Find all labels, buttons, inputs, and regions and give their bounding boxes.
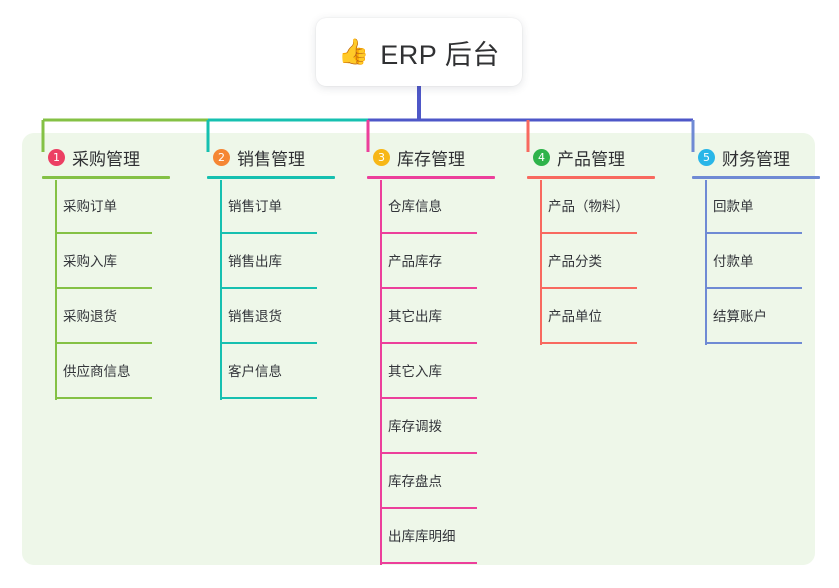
column-index-badge: 1 bbox=[48, 148, 65, 166]
leaf-underline bbox=[381, 287, 477, 289]
leaf-underline bbox=[381, 397, 477, 399]
leaf-label: 库存盘点 bbox=[388, 474, 442, 489]
leaf-node[interactable]: 仓库信息 bbox=[355, 179, 505, 234]
column-财务管理: 5 财务管理回款单付款单结算账户 bbox=[680, 145, 830, 344]
leaf-node[interactable]: 付款单 bbox=[680, 234, 830, 289]
leaf-label: 采购退货 bbox=[63, 309, 117, 324]
column-采购管理: 1 采购管理采购订单采购入库采购退货供应商信息 bbox=[30, 145, 180, 399]
leaf-node[interactable]: 结算账户 bbox=[680, 289, 830, 344]
leaf-label: 产品分类 bbox=[548, 254, 602, 269]
leaf-list: 采购订单采购入库采购退货供应商信息 bbox=[30, 179, 180, 399]
leaf-underline bbox=[706, 342, 802, 344]
leaf-underline bbox=[541, 232, 637, 234]
leaf-underline bbox=[221, 342, 317, 344]
column-header-5[interactable]: 5 财务管理 bbox=[680, 145, 830, 169]
leaf-label: 销售订单 bbox=[228, 199, 282, 214]
leaf-underline bbox=[381, 452, 477, 454]
leaf-underline bbox=[706, 287, 802, 289]
leaf-underline bbox=[221, 232, 317, 234]
leaf-underline bbox=[221, 397, 317, 399]
root-node-title: ERP 后台 bbox=[380, 39, 500, 70]
leaf-node[interactable]: 库存盘点 bbox=[355, 454, 505, 509]
leaf-label: 其它出库 bbox=[388, 309, 442, 324]
leaf-node[interactable]: 其它出库 bbox=[355, 289, 505, 344]
leaf-underline bbox=[381, 232, 477, 234]
column-index-badge: 2 bbox=[213, 148, 230, 166]
leaf-label: 产品单位 bbox=[548, 309, 602, 324]
column-title: 财务管理 bbox=[722, 149, 790, 169]
column-underline bbox=[42, 176, 170, 179]
column-title: 销售管理 bbox=[237, 149, 305, 169]
leaf-underline bbox=[56, 342, 152, 344]
leaf-label: 销售出库 bbox=[228, 254, 282, 269]
leaf-node[interactable]: 采购退货 bbox=[30, 289, 180, 344]
leaf-underline bbox=[381, 507, 477, 509]
column-title: 库存管理 bbox=[397, 149, 465, 169]
leaf-node[interactable]: 其它入库 bbox=[355, 344, 505, 399]
leaf-label: 产品库存 bbox=[388, 254, 442, 269]
leaf-node[interactable]: 销售出库 bbox=[195, 234, 345, 289]
leaf-label: 产品（物料） bbox=[548, 199, 629, 214]
leaf-underline bbox=[381, 562, 477, 564]
leaf-label: 仓库信息 bbox=[388, 199, 442, 214]
leaf-label: 付款单 bbox=[713, 254, 754, 269]
leaf-underline bbox=[56, 287, 152, 289]
leaf-node[interactable]: 销售退货 bbox=[195, 289, 345, 344]
column-title: 采购管理 bbox=[72, 149, 140, 169]
leaf-node[interactable]: 产品分类 bbox=[515, 234, 665, 289]
leaf-node[interactable]: 库存调拨 bbox=[355, 399, 505, 454]
column-header-3[interactable]: 3 库存管理 bbox=[355, 145, 505, 169]
column-title: 产品管理 bbox=[557, 149, 625, 169]
column-underline bbox=[207, 176, 335, 179]
column-header-1[interactable]: 1 采购管理 bbox=[30, 145, 180, 169]
leaf-label: 出库库明细 bbox=[388, 529, 456, 544]
leaf-underline bbox=[221, 287, 317, 289]
column-index-badge: 5 bbox=[698, 148, 715, 166]
leaf-label: 销售退货 bbox=[228, 309, 282, 324]
leaf-node[interactable]: 供应商信息 bbox=[30, 344, 180, 399]
leaf-node[interactable]: 产品单位 bbox=[515, 289, 665, 344]
column-header-4[interactable]: 4 产品管理 bbox=[515, 145, 665, 169]
column-销售管理: 2 销售管理销售订单销售出库销售退货客户信息 bbox=[195, 145, 345, 399]
leaf-label: 其它入库 bbox=[388, 364, 442, 379]
leaf-node[interactable]: 销售订单 bbox=[195, 179, 345, 234]
leaf-label: 回款单 bbox=[713, 199, 754, 214]
leaf-underline bbox=[541, 287, 637, 289]
column-header-2[interactable]: 2 销售管理 bbox=[195, 145, 345, 169]
leaf-node[interactable]: 回款单 bbox=[680, 179, 830, 234]
column-underline bbox=[527, 176, 655, 179]
leaf-list: 销售订单销售出库销售退货客户信息 bbox=[195, 179, 345, 399]
diagram-panel-background bbox=[22, 133, 815, 565]
thumbs-up-icon: 👍 bbox=[338, 37, 370, 66]
leaf-node[interactable]: 产品库存 bbox=[355, 234, 505, 289]
root-node-erp-backend[interactable]: 👍 ERP 后台 bbox=[316, 18, 522, 86]
column-underline bbox=[692, 176, 820, 179]
leaf-label: 采购订单 bbox=[63, 199, 117, 214]
leaf-label: 供应商信息 bbox=[63, 364, 131, 379]
leaf-list: 仓库信息产品库存其它出库其它入库库存调拨库存盘点出库库明细 bbox=[355, 179, 505, 564]
leaf-label: 采购入库 bbox=[63, 254, 117, 269]
leaf-node[interactable]: 采购入库 bbox=[30, 234, 180, 289]
leaf-label: 结算账户 bbox=[713, 309, 767, 324]
leaf-node[interactable]: 客户信息 bbox=[195, 344, 345, 399]
leaf-underline bbox=[56, 397, 152, 399]
column-underline bbox=[367, 176, 495, 179]
column-index-badge: 4 bbox=[533, 148, 550, 166]
leaf-list: 回款单付款单结算账户 bbox=[680, 179, 830, 344]
leaf-underline bbox=[56, 232, 152, 234]
leaf-underline bbox=[541, 342, 637, 344]
column-index-badge: 3 bbox=[373, 148, 390, 166]
leaf-node[interactable]: 采购订单 bbox=[30, 179, 180, 234]
leaf-underline bbox=[381, 342, 477, 344]
leaf-label: 库存调拨 bbox=[388, 419, 442, 434]
leaf-node[interactable]: 产品（物料） bbox=[515, 179, 665, 234]
column-库存管理: 3 库存管理仓库信息产品库存其它出库其它入库库存调拨库存盘点出库库明细 bbox=[355, 145, 505, 564]
leaf-list: 产品（物料） 产品分类产品单位 bbox=[515, 179, 665, 344]
leaf-label: 客户信息 bbox=[228, 364, 282, 379]
column-产品管理: 4 产品管理产品（物料） 产品分类产品单位 bbox=[515, 145, 665, 344]
leaf-underline bbox=[706, 232, 802, 234]
leaf-node[interactable]: 出库库明细 bbox=[355, 509, 505, 564]
